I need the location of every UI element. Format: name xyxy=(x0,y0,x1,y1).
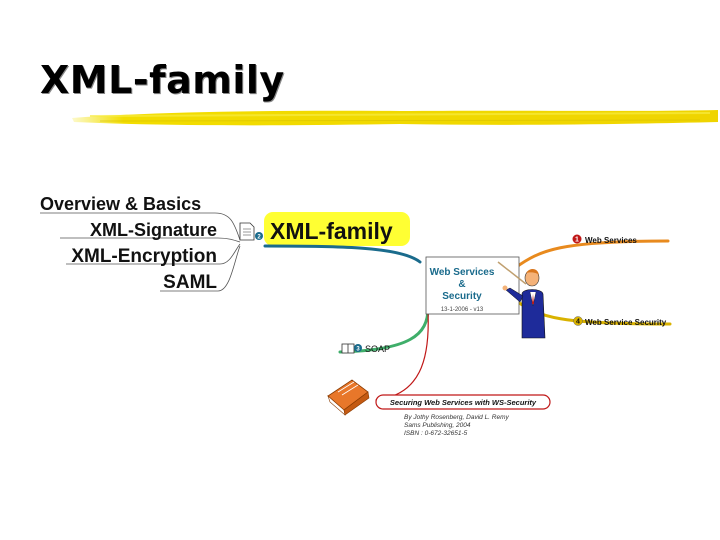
center-line-2: & xyxy=(458,279,465,290)
book-authors: By Jothy Rosenberg, David L. Remy xyxy=(404,414,510,421)
central-highlight xyxy=(264,212,410,246)
central-badge-number: 2 xyxy=(257,235,261,241)
branch-saml[interactable]: SAML xyxy=(163,272,217,293)
book-publisher: Sams Publishing, 2004 xyxy=(404,422,471,429)
center-line-1: Web Services xyxy=(430,267,495,278)
soap-label: SOAP xyxy=(365,344,390,354)
title-underline xyxy=(72,110,718,126)
connector-xml-center xyxy=(263,244,422,264)
branch-labels: Overview & Basics XML-Signature XML-Encr… xyxy=(40,194,217,293)
center-date: 13-1-2006 - v13 xyxy=(441,307,484,313)
left-branch-lines xyxy=(40,212,241,292)
slide-title: XML-family xyxy=(40,58,285,102)
soap-badge-number: 3 xyxy=(356,347,360,353)
center-line-3: Security xyxy=(442,291,482,302)
central-badge xyxy=(255,232,263,240)
web-service-security-badge-number: 4 xyxy=(576,319,580,326)
branch-overview-basics[interactable]: Overview & Basics xyxy=(40,194,201,214)
book-icon xyxy=(327,379,370,416)
soap-badge xyxy=(354,344,362,352)
web-services-label: Web Services xyxy=(585,236,637,245)
node-soap[interactable]: 3 SOAP xyxy=(341,343,390,354)
central-label: XML-family xyxy=(270,218,393,244)
web-services-badge xyxy=(572,234,582,244)
central-node[interactable]: 2 XML-family xyxy=(239,212,410,246)
web-service-security-badge xyxy=(573,316,583,326)
book-title: Securing Web Services with WS-Security xyxy=(390,398,537,407)
document-icon xyxy=(239,222,255,241)
web-services-badge-number: 1 xyxy=(575,237,579,244)
branch-xml-encryption[interactable]: XML-Encryption xyxy=(71,246,217,267)
book-title-frame xyxy=(375,394,551,410)
connector-web-services xyxy=(513,239,670,270)
presenter-figure-icon xyxy=(497,261,546,339)
book-reference[interactable]: Securing Web Services with WS-Security B… xyxy=(327,379,551,437)
connector-book xyxy=(375,311,429,401)
web-service-security-label: Web Service Security xyxy=(585,318,667,327)
center-topic-box[interactable]: Web Services & Security 13-1-2006 - v13 xyxy=(425,256,520,315)
book-isbn: ISBN : 0-672-32651-5 xyxy=(404,430,468,437)
branch-xml-signature[interactable]: XML-Signature xyxy=(90,220,217,240)
open-book-icon xyxy=(341,343,355,354)
node-web-services[interactable]: 1 Web Services xyxy=(572,234,638,246)
node-web-service-security[interactable]: 4 Web Service Security xyxy=(573,316,667,328)
